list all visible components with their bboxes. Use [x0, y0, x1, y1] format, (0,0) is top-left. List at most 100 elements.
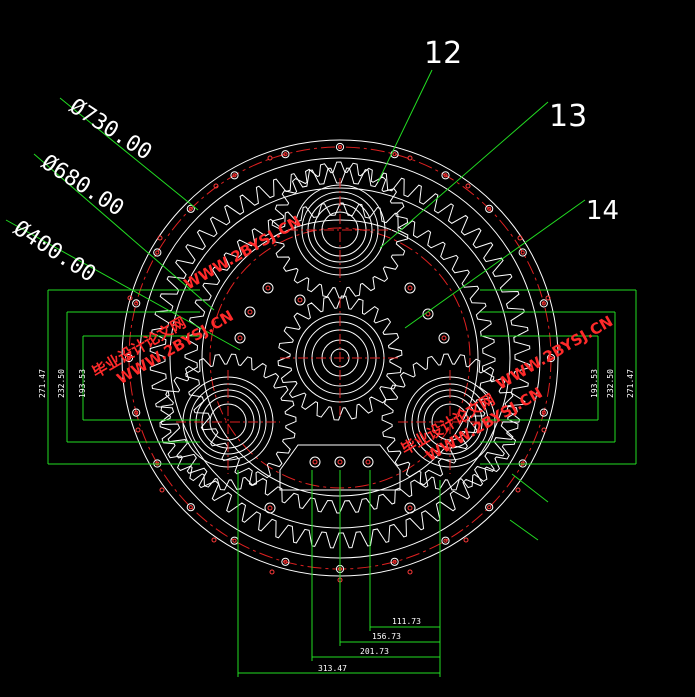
outer-bolt-hole-center	[232, 173, 237, 178]
ring-mark	[463, 537, 469, 543]
carrier-bolt-hole-center	[247, 309, 253, 315]
outer-bolt-hole-center	[283, 559, 288, 564]
carrier-bolt-hole-center	[365, 459, 371, 465]
carrier-bolt-hole-center	[312, 459, 318, 465]
ring-mark	[211, 537, 217, 543]
outer-bolt-hole-center	[541, 410, 546, 415]
ring-mark	[517, 235, 523, 241]
leader-line-14	[404, 199, 586, 329]
ring-mark	[465, 183, 471, 189]
dimension-lines	[5, 69, 637, 677]
part-label-13: 13	[549, 99, 587, 134]
outer-bolt-hole-center	[155, 250, 160, 255]
watermark-right: 毕业设计论文网 WWW.2BYSJ.CN	[398, 384, 546, 465]
outer-bolt-hole	[518, 248, 527, 257]
outer-bolt-hole	[441, 536, 450, 545]
ring-mark	[269, 569, 275, 575]
outer-bolt-hole	[485, 503, 494, 512]
ring-mark	[157, 235, 163, 241]
outer-bolt-hole	[281, 150, 290, 159]
planet-shaft-circle	[431, 403, 469, 441]
carrier-bolt-hole-center	[267, 505, 273, 511]
leader-line-13	[379, 101, 549, 249]
carrier-bolt-hole-center	[407, 505, 413, 511]
outer-bolt-hole	[230, 536, 239, 545]
carrier-bolt-hole-center	[441, 335, 447, 341]
outer-bolt-hole	[485, 204, 494, 213]
outer-bolt-hole-center	[392, 559, 397, 564]
planet-shaft-circle	[209, 403, 247, 441]
outer-bolt-hole	[132, 408, 141, 417]
carrier-bolt-hole	[234, 332, 246, 344]
watermark-text-url: WWW.2BYSJ.CN	[181, 212, 304, 293]
ring-mark	[127, 295, 133, 301]
carrier-bolt-hole	[294, 294, 306, 306]
watermark-top: WWW.2BYSJ.CN	[181, 212, 304, 293]
dim-bottom-156: 156.73	[372, 632, 401, 641]
outer-bolt-hole-center	[126, 355, 132, 361]
outer-bolt-hole	[390, 557, 399, 566]
gear-geometry	[121, 139, 559, 583]
carrier-bolt-hole	[334, 456, 346, 468]
part-label-14: 14	[586, 196, 619, 226]
dim-left-193: 193.53	[78, 369, 87, 398]
outer-bolt-hole-center	[232, 538, 237, 543]
part-label-12: 12	[424, 36, 462, 71]
ring-mark	[515, 487, 521, 493]
leader-line-d680	[33, 153, 215, 311]
outer-bolt-hole	[335, 142, 345, 152]
outer-bolt-hole	[230, 171, 239, 180]
dim-left-271: 271.47	[38, 369, 47, 398]
planet-shaft-circle	[321, 211, 359, 249]
carrier-bolt-hole	[438, 332, 450, 344]
outer-bolt-hole	[539, 299, 548, 308]
outer-bolt-hole	[186, 503, 195, 512]
outer-bolt-hole	[281, 557, 290, 566]
ring-mark	[135, 427, 141, 433]
outer-bolt-hole-center	[548, 355, 554, 361]
outer-bolt-hole-center	[134, 410, 139, 415]
outer-bolt-hole-center	[443, 538, 448, 543]
outer-bolt-hole	[153, 248, 162, 257]
outer-bolt-hole-center	[188, 206, 193, 211]
diameter-label-400: Ø400.00	[9, 216, 100, 287]
planet-gear-teeth	[381, 353, 519, 491]
ring-mark	[407, 155, 413, 161]
outer-bolt-hole-center	[188, 505, 193, 510]
dim-bottom-201: 201.73	[360, 647, 389, 656]
carrier-bolt-hole	[404, 282, 416, 294]
outer-bolt-hole-center	[134, 301, 139, 306]
leader-arrow-right	[511, 473, 549, 503]
dim-bottom-111: 111.73	[392, 617, 421, 626]
dim-left-232: 232.50	[57, 369, 66, 398]
outer-bolt-hole-center	[520, 250, 525, 255]
carrier-bolt-hole	[262, 282, 274, 294]
ring-mark	[267, 155, 273, 161]
outer-bolt-hole	[539, 408, 548, 417]
leader-line-d730	[59, 97, 199, 211]
dim-right-232: 232.50	[606, 369, 615, 398]
outer-bolt-hole	[132, 299, 141, 308]
ring-mark	[159, 487, 165, 493]
leader-arrow-right-2	[509, 519, 539, 541]
outer-bolt-hole	[186, 204, 195, 213]
outer-bolt-hole-center	[443, 173, 448, 178]
carrier-bolt-hole	[309, 456, 321, 468]
outer-bolt-hole	[124, 353, 134, 363]
outer-bolt-hole-center	[541, 301, 546, 306]
dim-bottom-313: 313.47	[318, 664, 347, 673]
outer-bolt-hole	[546, 353, 556, 363]
outer-bolt-hole-center	[283, 152, 288, 157]
ring-mark	[545, 295, 551, 301]
ring-mark	[541, 427, 547, 433]
outer-bolt-hole-center	[487, 505, 492, 510]
carrier-flat-section	[279, 444, 401, 491]
dim-right-271: 271.47	[626, 369, 635, 398]
ring-gear-teeth	[149, 167, 531, 549]
ring-mark	[213, 183, 219, 189]
carrier-bolt-hole	[244, 306, 256, 318]
carrier-bolt-hole-center	[297, 297, 303, 303]
carrier-bolt-hole	[422, 308, 434, 320]
diameter-label-680: Ø680.00	[37, 150, 128, 221]
